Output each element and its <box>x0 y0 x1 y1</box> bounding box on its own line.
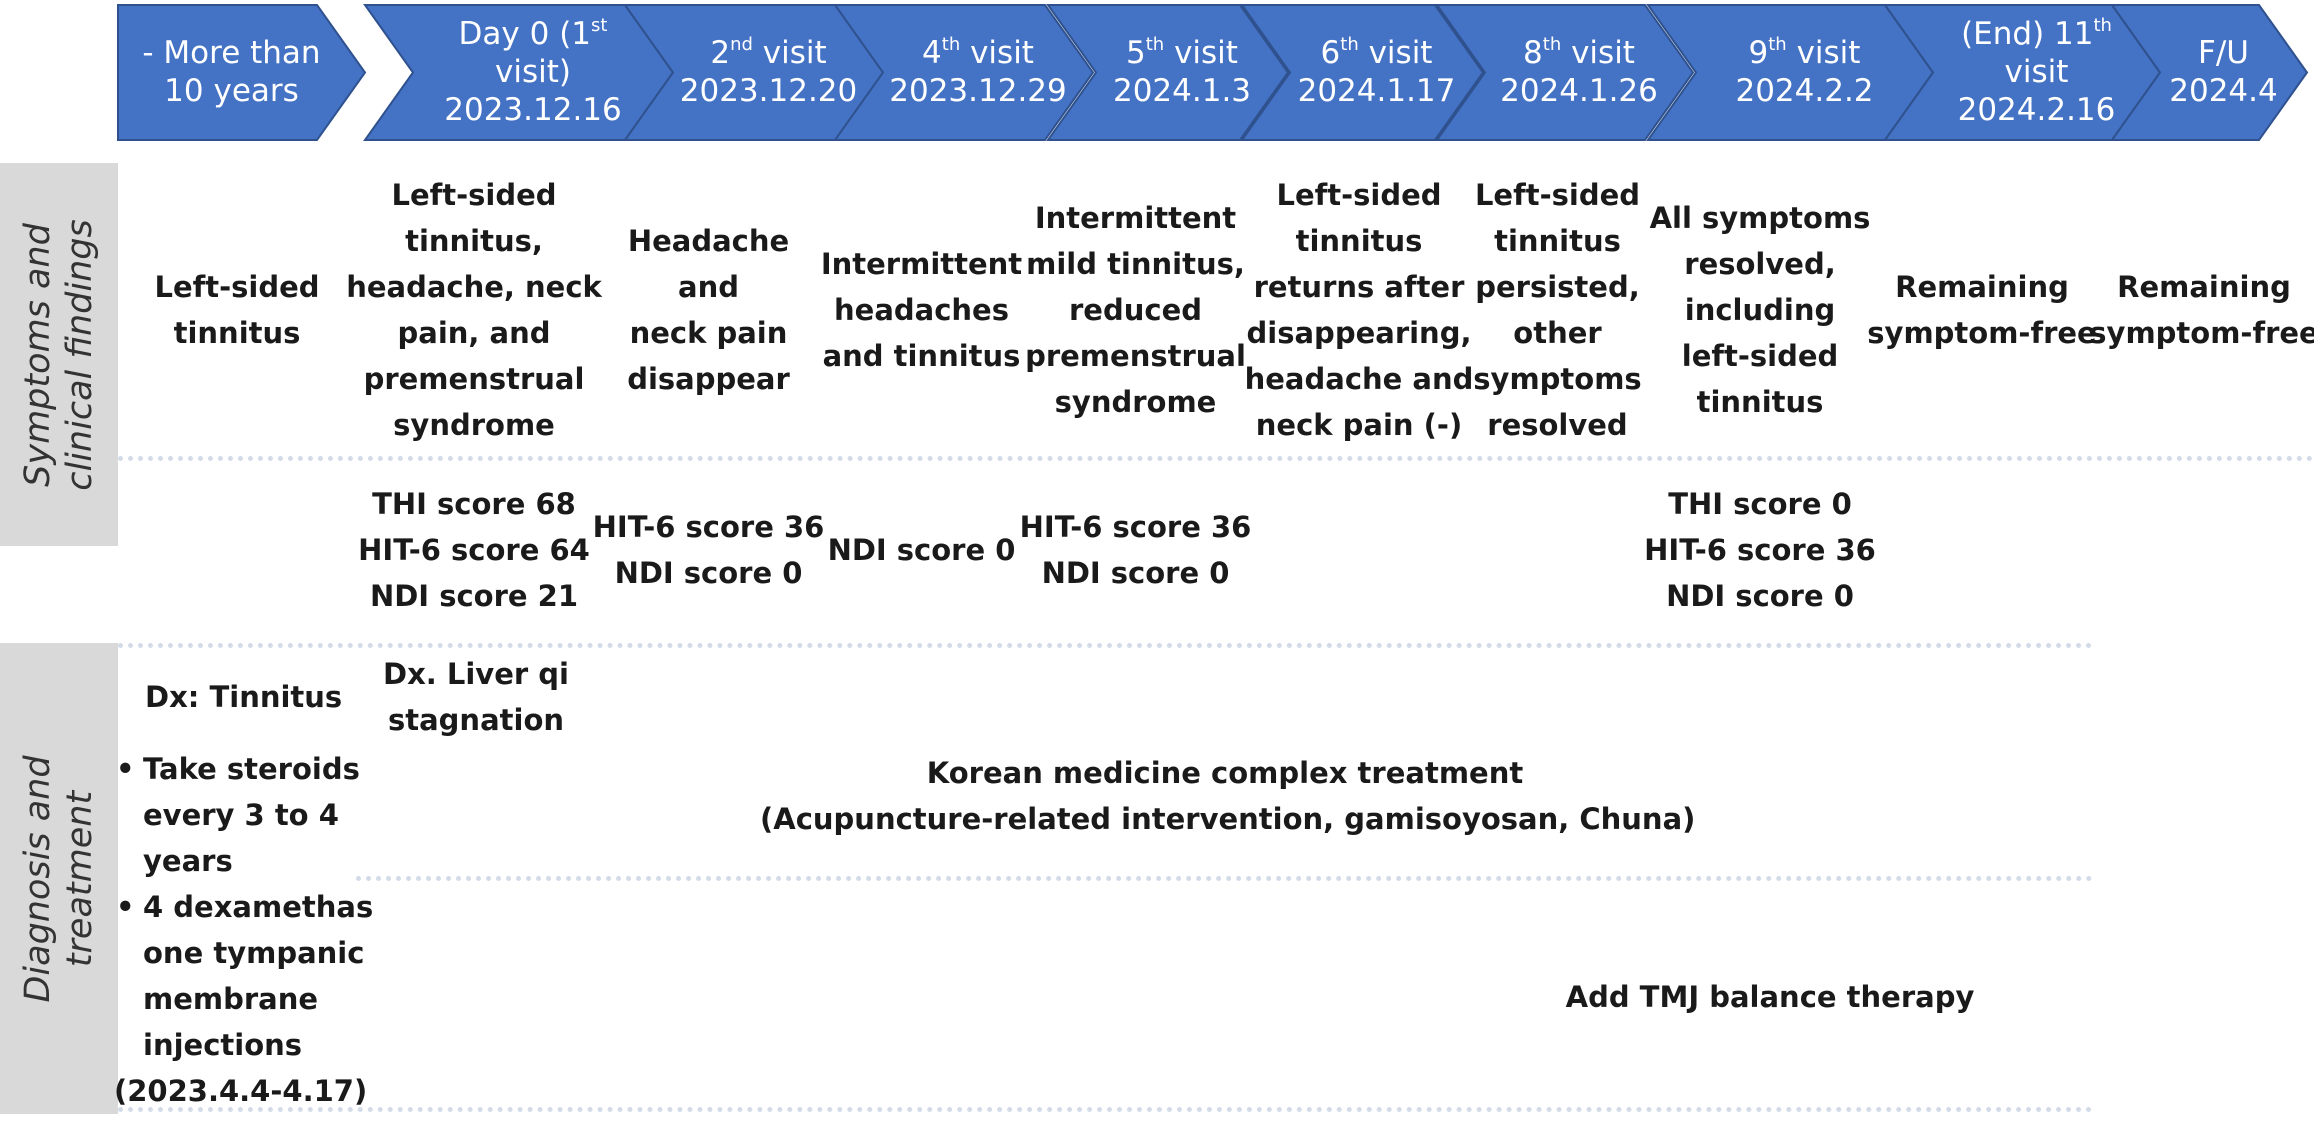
korean-medicine-treatment: Korean medicine complex treatment (Acupu… <box>760 756 1696 836</box>
timeline-chevron <box>2110 4 2309 141</box>
dx-tinnitus: Dx: Tinnitus <box>145 680 343 714</box>
divider-line <box>118 643 2093 648</box>
timeline-chevron <box>1046 4 1290 141</box>
score-cell: NDI score 0 <box>827 533 1016 567</box>
divider-line <box>118 1107 2093 1112</box>
divider-line <box>118 456 2314 461</box>
dx-liver-qi-stagnation: Dx. Liver qi stagnation <box>383 657 569 737</box>
bullet-icon: • <box>116 752 135 786</box>
bullet-item-steroids: • Take steroids every 3 to 4 years <box>116 746 360 884</box>
injection-date-range: (2023.4.4-4.17) <box>114 1074 368 1108</box>
diagnosis-section-label: Diagnosis and treatment <box>0 643 118 1114</box>
prior-treatment-list: • Take steroids every 3 to 4 years • 4 d… <box>114 746 373 1114</box>
timeline-chevron <box>1435 4 1695 141</box>
symptoms-section-label: Symptoms and clinical findings <box>0 163 118 546</box>
bullet-item-dexamethasone: • 4 dexamethas one tympanic membrane inj… <box>116 884 373 1068</box>
timeline-chevron <box>833 4 1095 141</box>
bullet-icon: • <box>116 890 135 924</box>
timeline-chevron-bar <box>117 4 2309 141</box>
tmj-balance-therapy: Add TMJ balance therapy <box>1565 980 1975 1014</box>
timeline-chevron <box>1240 4 1485 141</box>
timeline-chevron <box>117 4 367 141</box>
divider-line <box>356 876 2093 881</box>
diagnosis-section-label-text: Diagnosis and treatment <box>18 754 100 1003</box>
symptoms-section-label-text: Symptoms and clinical findings <box>18 218 100 491</box>
